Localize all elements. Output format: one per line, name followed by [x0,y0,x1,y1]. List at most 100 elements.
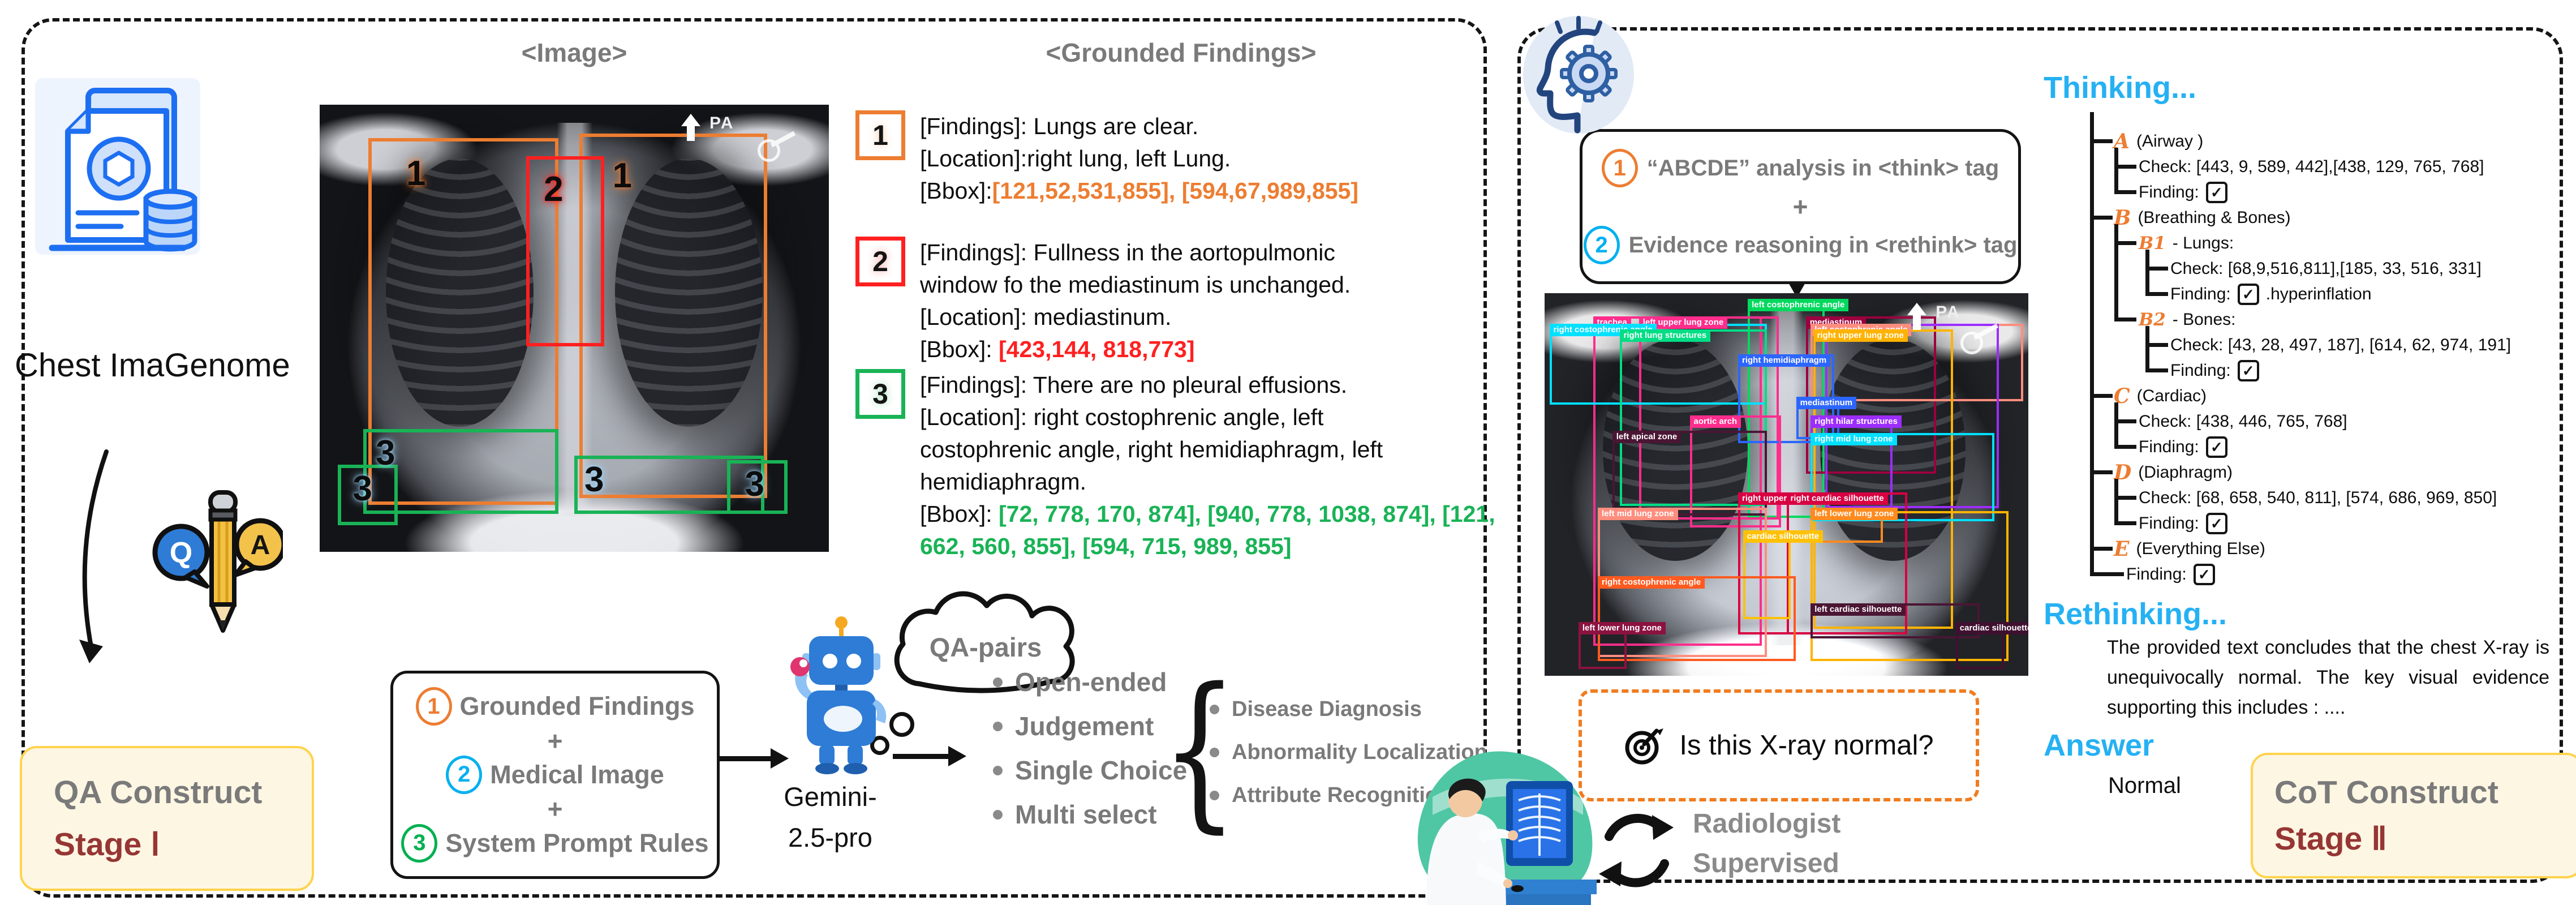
circled-1-icon: 1 [1601,149,1638,187]
tree-label: Finding: [2170,361,2231,380]
anatomy-bbox [574,456,764,514]
rethinking-heading: Rethinking... [2044,597,2227,631]
region-label-chip: left lower lung zone [1810,507,1898,520]
tree-connector-horizontal [2114,521,2136,525]
brace-glyph: { [1161,652,1238,848]
anatomy-region-bbox [1810,432,1994,522]
finding-lines: [Findings]: Lungs are clear. [Location]:… [920,113,1231,171]
model-name: Gemini- 2.5-pro [769,777,891,858]
right-lung-field [1602,339,1748,561]
tree-label: (Airway ) [2136,132,2204,151]
answer-value: Normal [2108,773,2181,798]
region-label-chip: right upper lung zone [1813,329,1908,342]
cot-stage-title: CoT Construct [2274,774,2498,810]
region-label-chip: left costophrenic angle [1748,299,1849,312]
question-text: Is this X-ray normal? [1679,730,1934,761]
cot-instructions-box: 1 “ABCDE” analysis in <think> tag + 2 Ev… [1580,129,2021,284]
tree-connector-horizontal [2145,343,2168,347]
gemini-robot-icon [790,616,887,774]
tree-connector-vertical [2114,402,2118,448]
bbox-number-label: 3 [352,469,372,508]
bbox-values: [121,52,531,855], [594,67,989,855] [992,178,1359,204]
bullet-icon [993,721,1003,731]
supervision-line1: Radiologist [1693,809,1841,839]
rethink-instruction-text: Evidence reasoning in <rethink> tag [1628,232,2018,258]
tree-connector-vertical [2114,148,2118,194]
bbox-values: [72, 778, 170, 874], [940, 778, 1038, 87… [920,501,1495,559]
bullet-icon [1210,705,1219,714]
cot-stage-number: Stage Ⅱ [2274,821,2388,857]
model-name-line2: 2.5-pro [788,822,872,852]
bbox-number-label: 3 [584,460,604,499]
tree-label: Finding: [2126,565,2187,584]
qa-type-label: Judgement [1015,711,1154,741]
tree-connector-vertical [2145,250,2149,295]
tree-suffix: .hyperinflation [2265,285,2372,303]
pa-orientation-marker: PA [1907,302,1960,332]
finding-lines: [Findings]: Fullness in the aortopulmoni… [920,239,1351,330]
tree-label: Check: [68, 658, 540, 811], [574, 686, 9… [2139,488,2497,507]
region-label-chip: left lower lung zone [1578,622,1666,635]
checked-checkbox-icon: ✓ [2193,564,2215,585]
tree-label: Check: [443, 9, 589, 442],[438, 129, 765… [2139,157,2484,176]
finding-item: 2 [Findings]: Fullness in the aortopulmon… [855,237,1503,366]
tree-connector-horizontal [2090,216,2113,220]
qa-stage-number: Stage Ⅰ [54,826,160,863]
anatomy-bbox [368,138,558,505]
qa-type-item: Judgement [993,711,1154,741]
tree-connector-horizontal [2090,572,2124,576]
question-box: Is this X-ray normal? [1579,689,1979,801]
region-label-chip: left apical zone [1612,431,1682,444]
pa-label: PA [709,113,734,132]
thinking-heading: Thinking... [2044,71,2196,105]
tree-connector-horizontal [2114,419,2136,423]
tree-connector-horizontal [2114,190,2136,194]
tree-label: Finding: [2139,438,2199,456]
bbox-values: [423,144, 818,773] [999,336,1195,362]
qa-type-label: Single Choice [1015,756,1188,785]
region-label-chip: right lung structures [1619,329,1711,342]
anatomy-region-bbox [1810,511,2009,662]
region-label-chip: right costophrenic angle [1598,576,1705,589]
task-type-item: Attribute Recognition [1210,783,1451,808]
tree-connector-horizontal [2090,470,2113,474]
finding-lines: [Findings]: There are no pleural effusio… [920,372,1383,495]
tree-connector-horizontal [2145,368,2168,372]
left-lung-field [1820,339,1966,561]
model-name-line1: Gemini- [784,782,877,812]
finding-item: 1 [Findings]: Lungs are clear. [Location]… [855,110,1503,207]
finding-number-chip: 1 [855,110,905,160]
finding-number-chip: 3 [855,369,905,419]
checked-checkbox-icon: ✓ [2205,436,2227,458]
answer-heading: Answer [2044,728,2154,762]
task-type-item: Abnormality Localization [1210,740,1487,765]
region-label-chip: right hilar structures [1810,415,1902,428]
thinking-head-gear-icon [1523,16,1634,134]
tree-row: C(Cardiac) [2114,385,2207,408]
tree-label: - Lungs: [2172,234,2234,252]
pa-orientation-marker: PA [681,113,734,143]
tree-label: Check: [43, 28, 497, 187], [614, 62, 974… [2170,336,2512,354]
bullet-icon [993,809,1003,820]
tree-label: Finding: [2139,514,2199,533]
tree-label: (Diaphragm) [2138,463,2233,482]
region-label-chip: aortic arch [1689,415,1741,428]
dataset-document-database-icon [35,78,200,255]
tree-connector-vertical [2114,479,2118,525]
tree-connector-vertical [2090,112,2094,576]
right-lung-field [386,158,534,427]
checked-checkbox-icon: ✓ [2205,182,2227,203]
tree-connector-horizontal [2114,165,2136,169]
bbox-number-label: 3 [745,464,764,504]
qa-type-item: Single Choice [993,755,1187,786]
tree-row: Finding:✓ [2139,512,2227,535]
flow-curved-arrow [79,449,109,663]
tree-label: Check: [438, 446, 765, 768] [2139,412,2347,431]
anatomy-region-bbox [1805,316,1936,474]
finding-number-chip: 2 [855,237,905,286]
